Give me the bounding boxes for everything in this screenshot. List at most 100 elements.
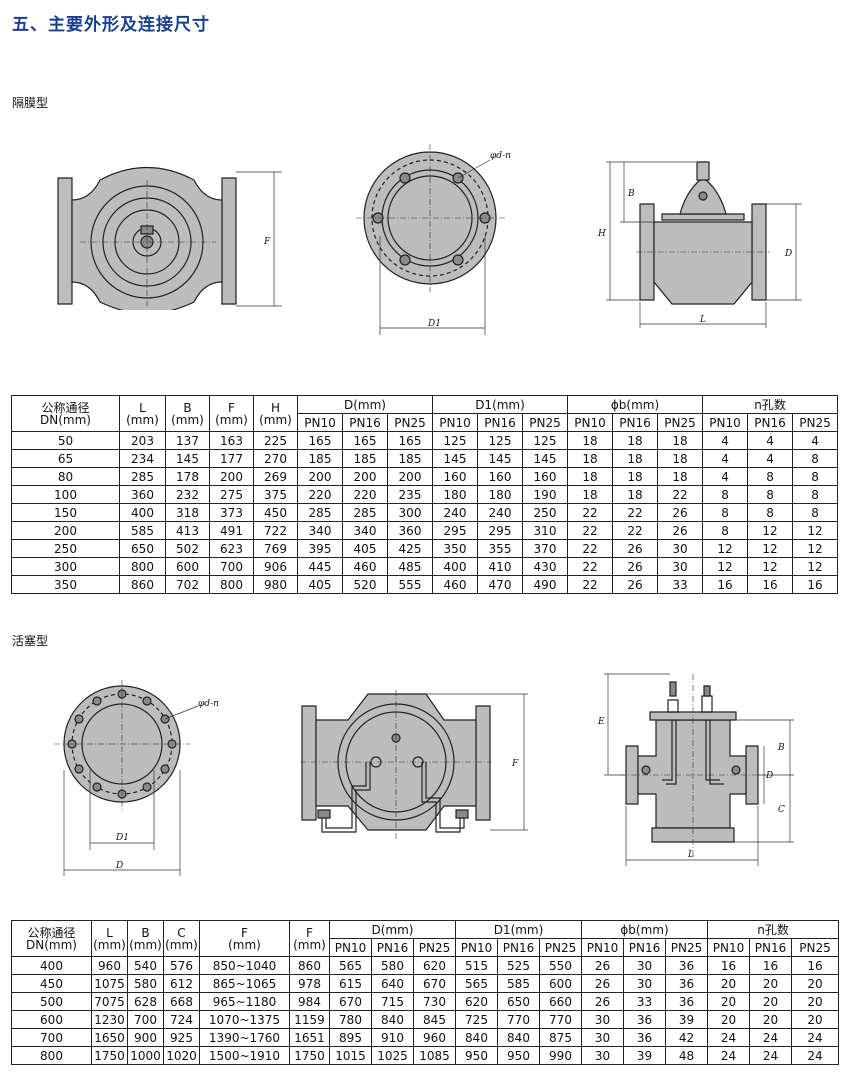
table-cell: 4 [702, 431, 749, 450]
table-cell: 185 [387, 449, 433, 468]
table-cell: 300 [387, 503, 433, 522]
dimension-label-d: D [784, 249, 792, 259]
table-cell: 405 [297, 575, 343, 594]
table-cell: 24 [791, 1028, 840, 1047]
table-cell: 350 [432, 539, 478, 558]
table-cell: 450 [11, 974, 92, 993]
table-cell: 1075 [91, 974, 128, 993]
table-cell: 1025 [371, 1046, 414, 1065]
pressure-class-header: PN16 [623, 938, 666, 957]
table-cell: 580 [127, 974, 164, 993]
table-cell: 285 [342, 503, 388, 522]
table-cell: 460 [432, 575, 478, 594]
table-cell: 670 [413, 974, 456, 993]
piston-side-label-d: D [765, 771, 773, 781]
pressure-class-header: PN25 [522, 413, 568, 432]
table-cell: 8 [747, 503, 794, 522]
dimension-label-h: H [597, 229, 606, 239]
table-cell: 33 [656, 575, 704, 594]
table-cell: 20 [749, 1010, 793, 1029]
piston-label-c: C [778, 805, 785, 815]
dimension-label-f: F [263, 237, 271, 247]
pressure-class-header: PN10 [297, 413, 343, 432]
table-cell: 600 [11, 1010, 92, 1029]
table-cell: 410 [477, 557, 523, 576]
table-cell: 26 [612, 575, 658, 594]
table-cell: 800 [119, 557, 166, 576]
table-cell: 22 [612, 521, 658, 540]
table-cell: 36 [623, 1028, 666, 1047]
table-cell: 240 [477, 503, 523, 522]
table-cell: 20 [791, 1010, 840, 1029]
table-cell: 234 [119, 449, 166, 468]
piston-bolt-hole-label: φd-n [198, 699, 219, 709]
table-cell: 20 [791, 992, 840, 1011]
table-cell: 850~1040 [199, 956, 290, 975]
table-cell: 39 [664, 1010, 709, 1029]
table-cell: 960 [91, 956, 128, 975]
table-cell: 125 [432, 431, 478, 450]
table-cell: 200 [11, 521, 120, 540]
table-cell: 8 [702, 521, 749, 540]
table-cell: 8 [747, 467, 794, 486]
header-h: H(mm) [253, 395, 298, 432]
table-cell: 650 [119, 539, 166, 558]
header-f-range: F(mm) [199, 920, 290, 957]
table-cell: 18 [612, 485, 658, 504]
table-cell: 845 [413, 1010, 456, 1029]
table-cell: 36 [664, 956, 709, 975]
table-cell: 220 [297, 485, 343, 504]
table-cell: 300 [11, 557, 120, 576]
header-f: F(mm) [209, 395, 254, 432]
table-cell: 628 [127, 992, 164, 1011]
table-cell: 984 [289, 992, 330, 1011]
table-cell: 400 [119, 503, 166, 522]
diaphragm-front-view-drawing: F [50, 160, 290, 310]
table-cell: 405 [342, 539, 388, 558]
table-cell: 520 [342, 575, 388, 594]
table-cell: 8 [792, 503, 839, 522]
table-cell: 770 [497, 1010, 540, 1029]
table-cell: 360 [387, 521, 433, 540]
table-cell: 20 [749, 974, 793, 993]
table-cell: 269 [253, 467, 298, 486]
table-cell: 22 [567, 539, 613, 558]
pressure-class-header: PN25 [387, 413, 433, 432]
table-cell: 990 [539, 1046, 582, 1065]
pressure-class-header: PN16 [612, 413, 658, 432]
table-cell: 580 [371, 956, 414, 975]
table-cell: 395 [297, 539, 343, 558]
table-cell: 24 [791, 1046, 840, 1065]
table-cell: 4 [702, 467, 749, 486]
table-cell: 615 [329, 974, 372, 993]
table-cell: 960 [413, 1028, 456, 1047]
table-cell: 20 [707, 992, 751, 1011]
table-cell: 565 [455, 974, 498, 993]
table-cell: 925 [163, 1028, 200, 1047]
table-cell: 600 [539, 974, 582, 993]
table-cell: 16 [749, 956, 793, 975]
table-cell: 160 [477, 467, 523, 486]
pressure-class-header: PN25 [539, 938, 582, 957]
table-cell: 355 [477, 539, 523, 558]
table-cell: 285 [119, 467, 166, 486]
table-cell: 860 [119, 575, 166, 594]
table-cell: 770 [539, 1010, 582, 1029]
pressure-class-header: PN10 [702, 413, 749, 432]
table-cell: 20 [707, 974, 751, 993]
table-cell: 340 [297, 521, 343, 540]
header-n-holes: n孔数 [702, 395, 839, 414]
table-cell: 232 [165, 485, 210, 504]
table-cell: 100 [11, 485, 120, 504]
table-cell: 235 [387, 485, 433, 504]
table-cell: 906 [253, 557, 298, 576]
table-cell: 1651 [289, 1028, 330, 1047]
table-cell: 500 [11, 992, 92, 1011]
table-cell: 8 [747, 485, 794, 504]
table-cell: 145 [432, 449, 478, 468]
